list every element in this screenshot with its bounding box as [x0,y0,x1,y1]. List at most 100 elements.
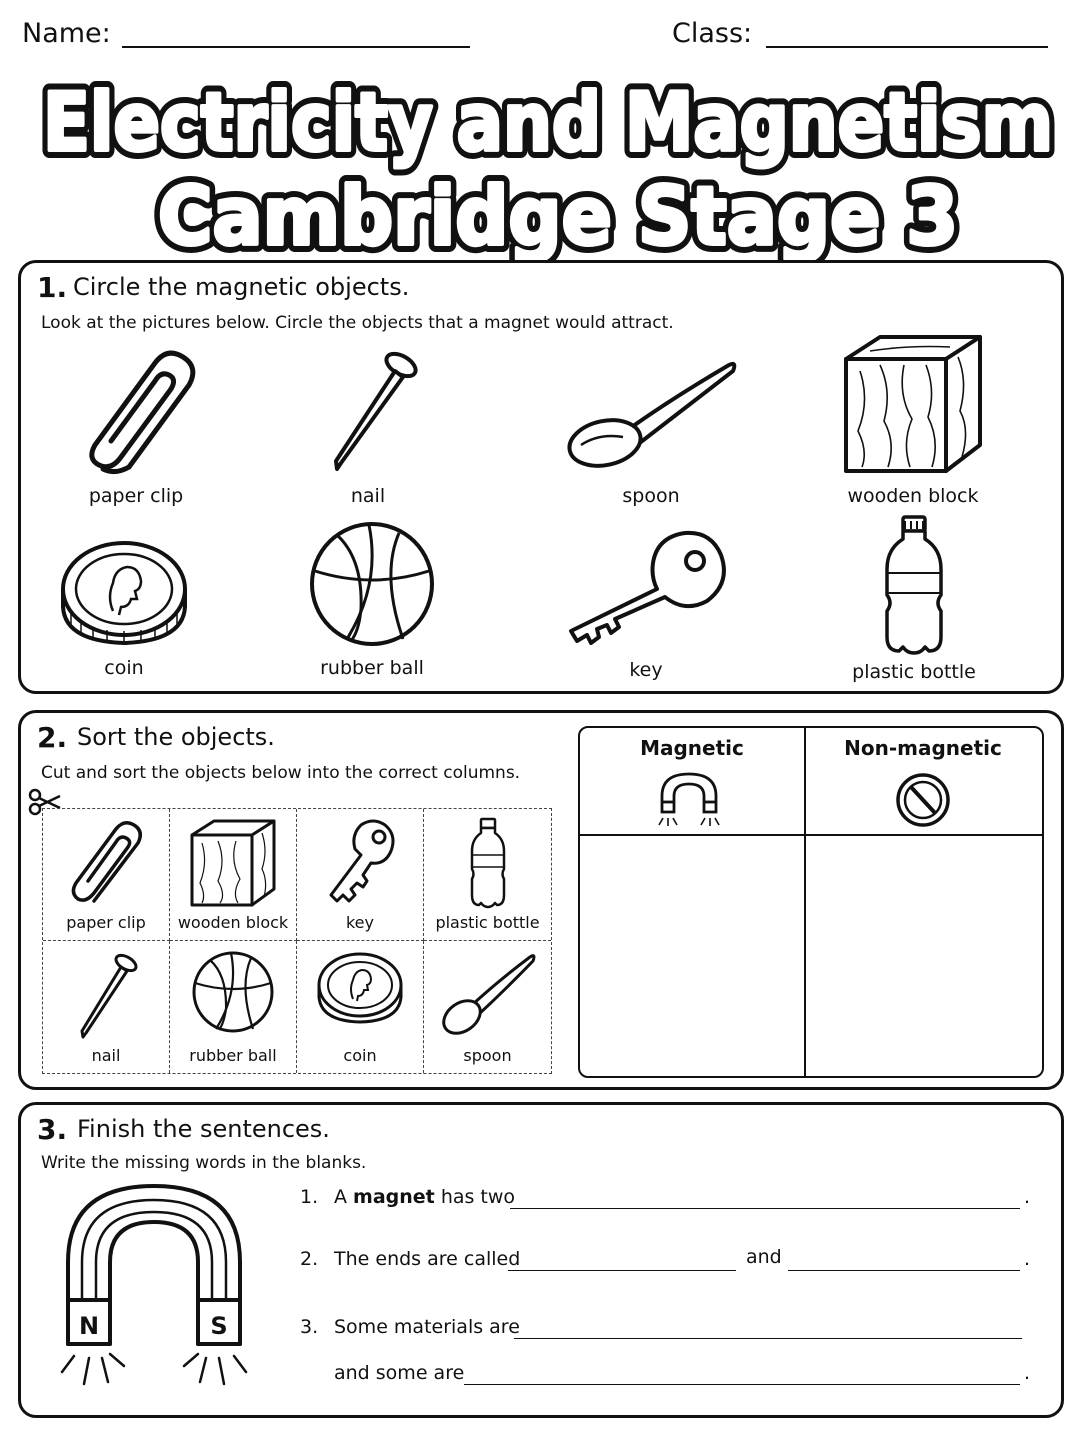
coin-icon [317,952,403,1024]
cut-card-wooden-block[interactable]: wooden block [170,809,297,941]
header-row: Name: Class: [22,14,1056,58]
section2-instruction: Cut and sort the objects below into the … [41,763,521,783]
class-field[interactable] [766,46,1048,48]
sentence-1-text: A magnet has two [334,1186,515,1208]
section3-title: Finish the sentences. [77,1115,330,1143]
object-coin[interactable]: coin [57,537,191,687]
sentence-1-post: has two [440,1186,516,1208]
sentence-1-pre: A [334,1186,347,1208]
object-rubber-ball[interactable]: rubber ball [307,519,437,687]
object-label: paper clip [88,485,184,507]
header-divider [580,834,1042,836]
cut-card-plastic-bottle[interactable]: plastic bottle [424,809,551,941]
column-divider [804,728,806,1076]
cut-card-label: plastic bottle [435,913,540,932]
object-label: key [629,659,663,681]
sentence-3-blank-1[interactable] [514,1338,1022,1339]
nail-icon [80,953,138,1039]
title-line1-outline: Electricity and Magnetism [43,76,1053,169]
rubber-ball-icon [192,951,274,1033]
class-label: Class: [672,18,753,49]
cut-card-label: rubber ball [189,1046,277,1065]
sentence-3-number: 3. [300,1316,319,1338]
coin-icon [61,541,187,646]
object-key[interactable]: key [561,527,731,687]
title-line1: Electricity and Magnetism [43,76,1053,169]
cut-card-nail[interactable]: nail [43,941,170,1073]
section3-panel: 3. Finish the sentences. Write the missi… [18,1102,1064,1418]
cut-card-rubber-ball[interactable]: rubber ball [170,941,297,1073]
scissors-icon [28,788,61,816]
object-label: nail [350,485,386,507]
cut-card-label: wooden block [177,913,289,932]
spoon-icon [441,954,535,1035]
paper-clip-icon [71,821,142,903]
object-label: coin [104,657,144,679]
wooden-block-icon [844,335,982,473]
sentence-1-period: . [1024,1186,1031,1208]
section3-instruction: Write the missing words in the blanks. [41,1153,367,1173]
sentence-3-line2: and some are [334,1362,465,1384]
section1-panel: 1. Circle the magnetic objects. Look at … [18,260,1064,694]
sentence-3-period: . [1024,1362,1031,1384]
sentence-2-period: . [1024,1248,1031,1270]
sentence-1-number: 1. [300,1186,319,1208]
sentence-3-blank-2[interactable] [464,1384,1020,1385]
section2-title: Sort the objects. [77,723,275,751]
object-wooden-block[interactable]: wooden block [839,331,987,507]
north-pole-label: N [79,1312,99,1340]
section1-title: Circle the magnetic objects. [73,273,410,301]
cut-card-label: key [345,913,374,932]
object-paper-clip[interactable]: paper clip [61,345,211,507]
title-line2-outline: Cambridge Stage 3 [158,170,958,262]
object-label: wooden block [847,485,979,507]
cut-card-key[interactable]: key [297,809,424,941]
paper-clip-icon [89,350,196,475]
sentence-2-pre: The ends are called [334,1248,521,1270]
sentence-1-blank[interactable] [510,1208,1020,1209]
prohibited-icon [896,773,950,827]
sort-table: Magnetic Non-magnetic [578,726,1044,1078]
plastic-bottle-icon [470,817,505,909]
object-spoon[interactable]: spoon [561,345,741,507]
sentence-2-mid: and [746,1246,782,1268]
object-label: plastic bottle [852,661,976,683]
name-label: Name: [22,18,111,49]
horseshoe-magnet-icon [658,772,720,826]
plastic-bottle-icon [885,515,943,655]
rubber-ball-icon [310,522,434,646]
horseshoe-magnet-icon: N S [60,1184,248,1386]
name-field[interactable] [122,46,470,48]
sentence-2-number: 2. [300,1248,319,1270]
cut-card-label: coin [343,1046,377,1065]
object-nail[interactable]: nail [293,345,443,507]
non-magnetic-column-area[interactable] [806,836,1042,1076]
section1-number: 1. [37,271,68,304]
title-line2: Cambridge Stage 3 [158,170,958,262]
cut-card-paper-clip[interactable]: paper clip [43,809,170,941]
spoon-icon [567,361,737,468]
section2-number: 2. [37,721,68,754]
nail-icon [334,351,418,471]
cut-card-coin[interactable]: coin [297,941,424,1073]
object-label: rubber ball [320,657,424,679]
cut-out-grid: paper clip wooden block key [42,808,552,1074]
section3-number: 3. [37,1113,68,1146]
magnetic-column-area[interactable] [580,836,804,1076]
wooden-block-icon [190,819,276,907]
cut-card-label: spoon [463,1046,512,1065]
column-heading-magnetic: Magnetic [640,736,744,760]
section1-instruction: Look at the pictures below. Circle the o… [41,313,674,333]
cut-card-label: paper clip [66,913,146,932]
cut-card-spoon[interactable]: spoon [424,941,551,1073]
key-icon [569,530,726,645]
object-plastic-bottle[interactable]: plastic bottle [852,513,976,687]
cut-card-label: nail [91,1046,121,1065]
sentence-2-blank-2[interactable] [788,1270,1020,1271]
column-heading-non-magnetic: Non-magnetic [844,736,1002,760]
object-label: spoon [622,485,680,507]
sentence-2-blank-1[interactable] [508,1270,736,1271]
sentence-1-bold: magnet [353,1186,435,1208]
south-pole-label: S [210,1312,227,1340]
worksheet-title: Electricity and Magnetism Electricity an… [35,68,1061,262]
